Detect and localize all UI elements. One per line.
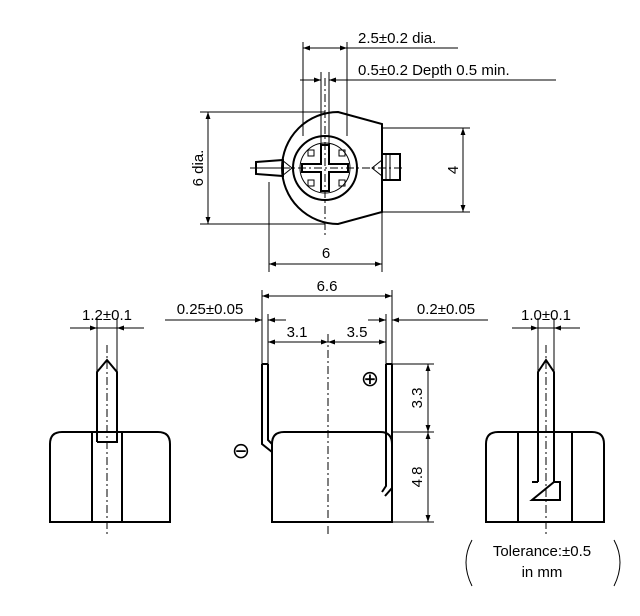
top-hole-dia-label: 2.5±0.2 dia. bbox=[358, 30, 436, 47]
front-overall-label: 6.6 bbox=[317, 278, 338, 295]
right-body-outline bbox=[485, 431, 605, 523]
right-pin-width-label: 1.0±0.1 bbox=[521, 307, 571, 324]
right-pin bbox=[537, 358, 555, 482]
minus-icon: ⊖ bbox=[232, 438, 250, 463]
left-body-outline bbox=[49, 431, 171, 523]
top-right-tab bbox=[382, 153, 401, 181]
cross-slot-icon bbox=[301, 144, 349, 192]
top-right-pointer bbox=[371, 159, 383, 177]
right-side-view: 1.0±0.1 bbox=[485, 307, 605, 536]
tolerance-line-2: in mm bbox=[522, 564, 563, 581]
top-left-tab bbox=[255, 158, 284, 178]
front-right-span-label: 3.5 bbox=[347, 324, 368, 341]
front-view: ⊕ ⊖ 6.6 0.25±0.05 0.2±0.05 3.1 3.5 3.3 4… bbox=[165, 278, 488, 536]
front-body-outline bbox=[271, 431, 393, 523]
top-slot-label: 0.5±0.2 Depth 0.5 min. bbox=[358, 62, 510, 79]
contact-square-4 bbox=[338, 179, 346, 187]
right-terminal bbox=[384, 364, 393, 497]
front-right-offset-label: 0.2±0.05 bbox=[417, 301, 475, 318]
front-lower-height-label: 4.8 bbox=[409, 467, 426, 488]
left-side-view: 1.2±0.1 bbox=[49, 307, 171, 536]
top-body-outline bbox=[281, 110, 383, 226]
top-view: 2.5±0.2 dia. 0.5±0.2 Depth 0.5 min. 6 di… bbox=[190, 30, 556, 272]
contact-square-2 bbox=[307, 149, 315, 157]
front-upper-height-label: 3.3 bbox=[409, 388, 426, 409]
left-terminal bbox=[261, 364, 273, 453]
plus-icon: ⊕ bbox=[361, 366, 379, 391]
front-left-span-label: 3.1 bbox=[287, 324, 308, 341]
tolerance-line-1: Tolerance:±0.5 bbox=[493, 543, 591, 560]
contact-square-1 bbox=[338, 149, 346, 157]
tolerance-note: Tolerance:±0.5 in mm bbox=[465, 539, 621, 587]
front-left-offset-label: 0.25±0.05 bbox=[177, 301, 244, 318]
left-pin-width-label: 1.2±0.1 bbox=[82, 307, 132, 324]
top-width-label: 6 bbox=[322, 245, 330, 262]
top-body-dia-label: 6 dia. bbox=[190, 150, 207, 187]
top-height-label: 4 bbox=[445, 166, 462, 174]
contact-square-3 bbox=[307, 179, 315, 187]
